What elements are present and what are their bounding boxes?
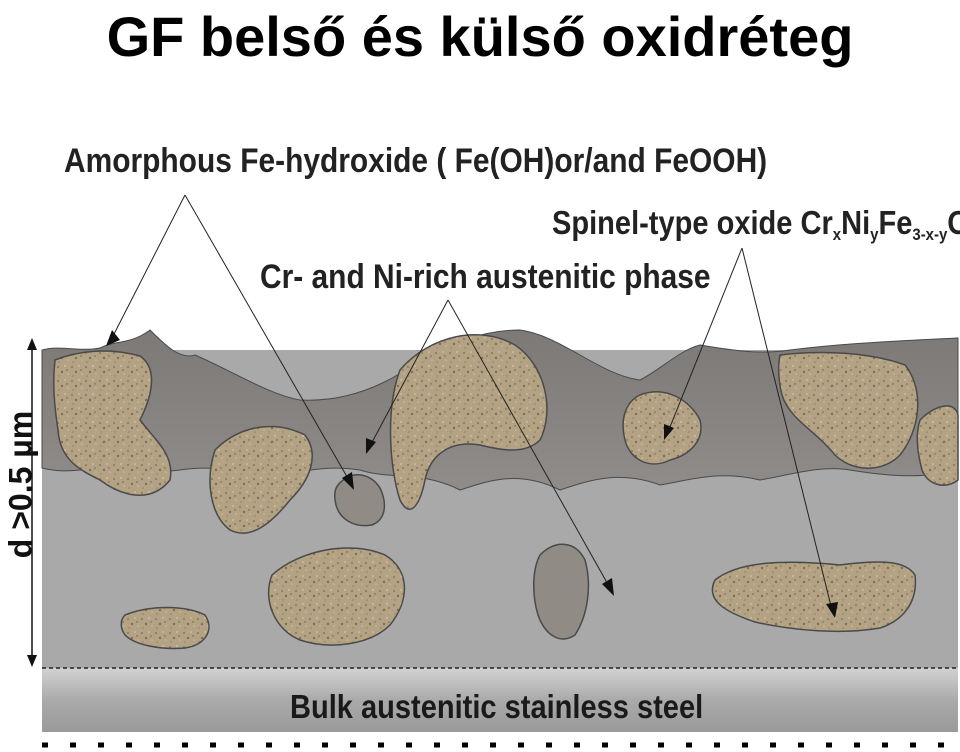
spinel-grain bbox=[777, 351, 919, 469]
spinel-label-text: Spinel-type oxide Cr bbox=[552, 204, 833, 241]
spinel-grain bbox=[53, 350, 172, 496]
spinel-grain bbox=[120, 606, 210, 650]
leader-crni-2 bbox=[447, 299, 611, 589]
cr-ni-rich-grain bbox=[533, 543, 590, 640]
leader-spinel-2 bbox=[741, 247, 833, 611]
arrowhead-icon bbox=[826, 602, 838, 618]
spinel-fe: Fe bbox=[878, 204, 913, 241]
label-amorphous-fe-hydroxide: Amorphous Fe-hydroxide ( Fe(OH)or/and Fe… bbox=[64, 142, 768, 180]
arrowhead-icon bbox=[342, 472, 354, 490]
label-depth: d >0.5 µm bbox=[2, 410, 39, 559]
leader-amorphous-1 bbox=[111, 194, 186, 339]
leader-arrowheads bbox=[106, 330, 838, 618]
spinel-o: O bbox=[947, 204, 960, 241]
spinel-sub-x: x bbox=[832, 225, 842, 244]
label-spinel-oxide: Spinel-type oxide CrxNiyFe3-x-yO4 bbox=[552, 204, 960, 245]
spinel-grain bbox=[389, 334, 548, 510]
depth-arrow-down-icon bbox=[27, 655, 37, 667]
arrowhead-icon bbox=[106, 330, 120, 346]
leader-crni-1 bbox=[369, 299, 449, 447]
spinel-ni: Ni bbox=[841, 204, 871, 241]
bulk-steel-strip bbox=[42, 668, 958, 732]
leader-amorphous-2 bbox=[184, 194, 351, 483]
leader-lines bbox=[111, 194, 833, 611]
spinel-grain bbox=[711, 561, 917, 633]
spinel-grain bbox=[209, 425, 313, 534]
spinel-grain bbox=[267, 547, 406, 646]
spinel-sub-y: y bbox=[870, 225, 879, 244]
spinel-grain bbox=[916, 405, 959, 486]
label-bulk-steel: Bulk austenitic stainless steel bbox=[290, 688, 704, 725]
arrowhead-icon bbox=[366, 438, 376, 454]
cr-ni-rich-grain bbox=[333, 474, 386, 527]
label-cr-ni-austenitic-phase: Cr- and Ni-rich austenitic phase bbox=[260, 258, 711, 296]
page-title: GF belső és külső oxidréteg bbox=[106, 5, 854, 68]
arrowhead-icon bbox=[602, 578, 614, 596]
leader-spinel-1 bbox=[667, 247, 743, 433]
arrowhead-icon bbox=[664, 424, 674, 440]
depth-arrow-up-icon bbox=[27, 338, 37, 350]
spinel-sub-fe: 3-x-y bbox=[912, 225, 948, 244]
spinel-grain bbox=[622, 391, 702, 465]
